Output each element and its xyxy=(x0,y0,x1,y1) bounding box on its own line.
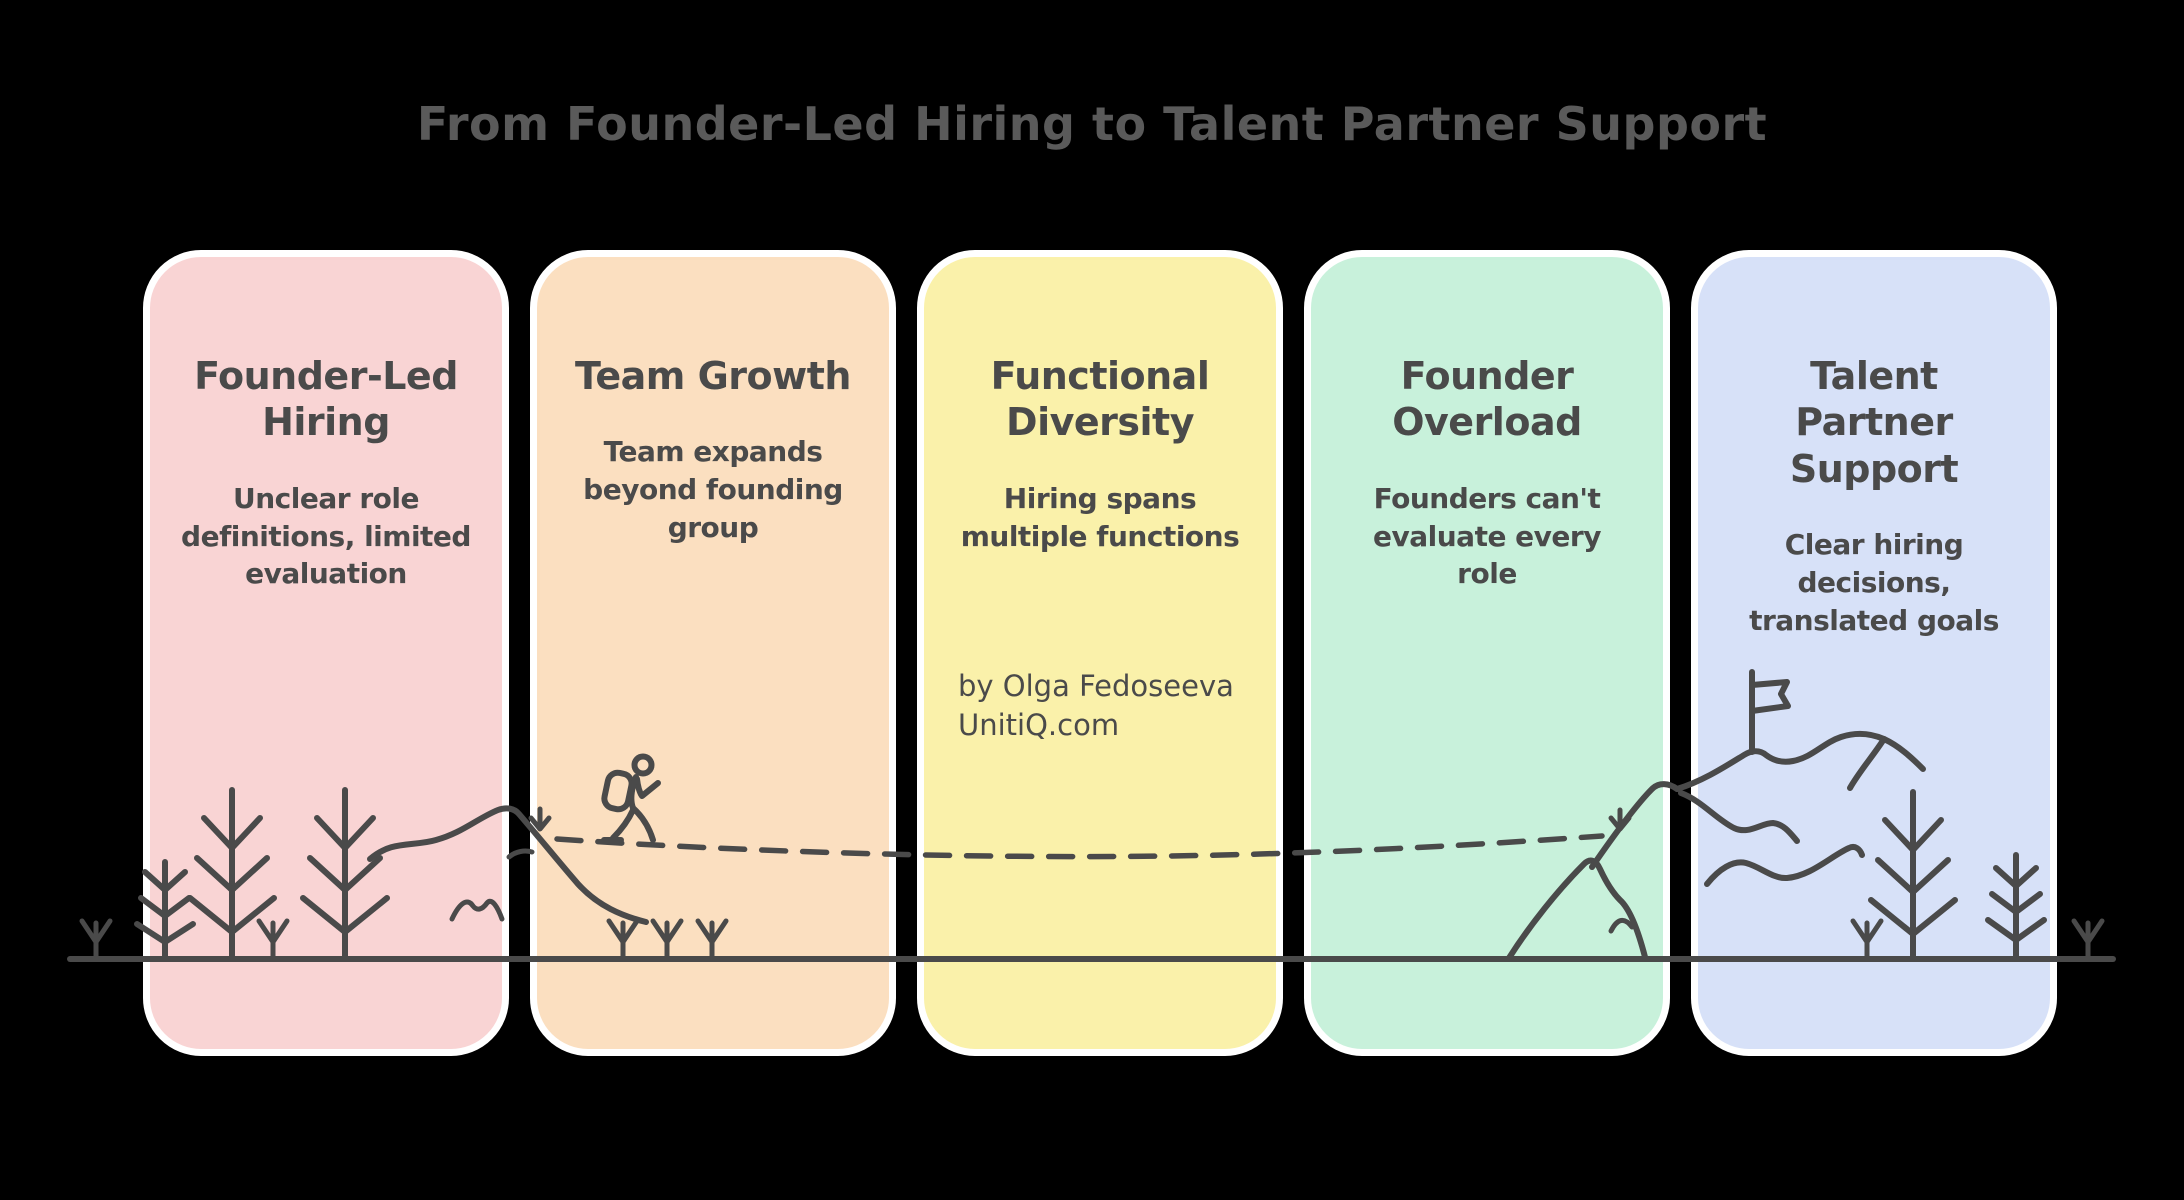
sprout-icon xyxy=(79,918,113,962)
card-title: Talent Partner Support xyxy=(1789,354,1959,491)
card-founder-led-hiring: Founder-Led Hiring Unclear role definiti… xyxy=(143,250,509,1056)
sprout-icon xyxy=(2071,918,2105,962)
credit-attribution: by Olga Fedoseeva UnitiQ.com xyxy=(958,669,1234,742)
stage-cards-row: Founder-Led Hiring Unclear role definiti… xyxy=(143,250,2057,1056)
card-talent-partner-support: Talent Partner Support Clear hiring deci… xyxy=(1691,250,2057,1056)
card-title: Functional Diversity xyxy=(990,354,1210,445)
card-title: Founder Overload xyxy=(1392,354,1582,445)
card-description: Unclear role definitions, limited evalua… xyxy=(181,481,471,591)
card-team-growth: Team Growth Team expands beyond founding… xyxy=(530,250,896,1056)
card-functional-diversity: Functional Diversity Hiring spans multip… xyxy=(917,250,1283,1056)
card-title: Founder-Led Hiring xyxy=(194,354,458,445)
card-founder-overload: Founder Overload Founders can't evaluate… xyxy=(1304,250,1670,1056)
card-description: Founders can't evaluate every role xyxy=(1373,481,1601,591)
card-description: Clear hiring decisions, translated goals xyxy=(1749,528,1999,637)
page-title: From Founder-Led Hiring to Talent Partne… xyxy=(416,97,1768,151)
card-description: Hiring spans multiple functions xyxy=(960,481,1240,553)
card-title: Team Growth xyxy=(575,354,851,398)
card-description: Team expands beyond founding group xyxy=(583,435,843,544)
